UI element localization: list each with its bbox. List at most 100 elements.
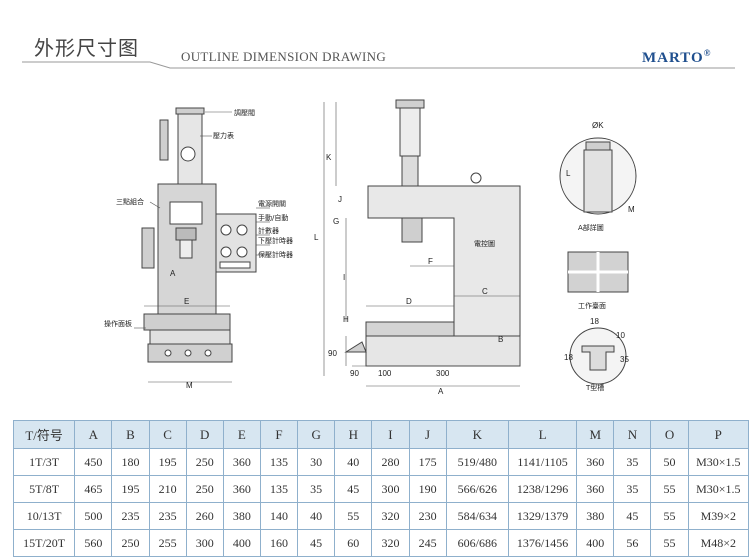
table-cell: 45: [297, 529, 336, 557]
label-detail-a: A部詳圖: [578, 223, 604, 232]
table-cell: 55: [334, 502, 373, 530]
dim-k: K: [326, 153, 332, 162]
callout-operation-panel: 操作面板: [104, 319, 132, 328]
table-cell: 360: [576, 448, 615, 476]
table-cell: 400: [576, 529, 615, 557]
table-cell: 56: [613, 529, 652, 557]
dim-h: H: [343, 315, 349, 324]
table-cell: 380: [222, 502, 261, 530]
table-cell: 320: [371, 502, 410, 530]
table-cell: 60: [334, 529, 373, 557]
table-cell: 250: [185, 475, 224, 503]
table-cell: 300: [185, 529, 224, 557]
label-control-panel: 電控圖: [474, 239, 495, 248]
brand-name: MARTO: [642, 50, 704, 66]
col-header: A: [74, 420, 113, 449]
table-cell: 245: [408, 529, 447, 557]
table-cell: 230: [408, 502, 447, 530]
table-header-row: T/符号 A B C D E F G H I J K L M N O P: [12, 420, 750, 449]
table-cell: 560: [74, 529, 113, 557]
table-cell: 175: [408, 448, 447, 476]
callout-air-unit: 三點組合: [116, 197, 144, 206]
callout-manual-auto: 手動/自動: [258, 213, 288, 222]
table-cell: 606/686: [445, 529, 509, 557]
col-header: E: [222, 420, 261, 449]
dim-i: I: [343, 273, 345, 282]
dim-f: F: [428, 257, 433, 266]
table-cell: 250: [185, 448, 224, 476]
table-cell: 35: [297, 475, 336, 503]
dim-100: 100: [378, 369, 392, 378]
col-header: I: [371, 420, 410, 449]
col-header: C: [148, 420, 187, 449]
callout-hold-timer: 保壓計時器: [258, 250, 293, 259]
detail-dim-k: ØK: [592, 121, 604, 130]
page-title-en: OUTLINE DIMENSION DRAWING: [181, 49, 387, 64]
table-cell: 360: [576, 475, 615, 503]
model-cell: 1T/3T: [12, 448, 76, 476]
dim-g: G: [333, 217, 339, 226]
table-cell: 40: [334, 448, 373, 476]
dim-d: D: [406, 297, 412, 306]
table-cell: 30: [297, 448, 336, 476]
dim-90-h: 90: [350, 369, 359, 378]
table-cell: 250: [111, 529, 150, 557]
col-header: G: [297, 420, 336, 449]
col-header: J: [408, 420, 447, 449]
tslot-dim-35: 35: [620, 355, 629, 364]
table-cell: 255: [148, 529, 187, 557]
table-cell: 55: [650, 475, 689, 503]
table-cell: 35: [613, 475, 652, 503]
col-header: O: [650, 420, 689, 449]
table-cell: 160: [259, 529, 299, 557]
callout-pressure-gauge: 壓力表: [213, 131, 234, 140]
dim-e: E: [184, 297, 189, 306]
table-cell: 135: [259, 448, 299, 476]
table-cell: 195: [111, 475, 150, 503]
table-cell: 519/480: [445, 448, 509, 476]
callout-counter: 計數器: [258, 226, 279, 235]
dimension-table: T/符号 A B C D E F G H I J K L M N O P 1T/…: [12, 420, 750, 557]
table-cell: 1238/1296: [507, 475, 578, 503]
col-header: P: [687, 420, 750, 449]
header-rule: [22, 61, 735, 69]
callout-press-timer: 下壓計時器: [258, 236, 293, 245]
table-cell: 450: [74, 448, 113, 476]
table-cell: 260: [185, 502, 224, 530]
col-header: B: [111, 420, 150, 449]
table-cell: 35: [613, 448, 652, 476]
callout-power-switch: 電源開關: [258, 199, 286, 208]
detail-dim-m: M: [628, 205, 635, 214]
table-cell: 280: [371, 448, 410, 476]
col-header: H: [334, 420, 373, 449]
table-cell: 45: [334, 475, 373, 503]
col-header: M: [576, 420, 615, 449]
page-title-cn: 外形尺寸图: [34, 36, 139, 60]
table-cell: 40: [297, 502, 336, 530]
table-cell: 584/634: [445, 502, 509, 530]
model-cell: 10/13T: [12, 502, 76, 530]
tslot-dim-18-top: 18: [590, 317, 599, 326]
dim-c: C: [482, 287, 488, 296]
dim-a-front: A: [170, 269, 176, 278]
col-header: N: [613, 420, 652, 449]
col-header: L: [507, 420, 578, 449]
table-cell: 360: [222, 448, 261, 476]
table-cell: M30×1.5: [687, 448, 750, 476]
side-view: [344, 99, 521, 367]
table-cell: 140: [259, 502, 299, 530]
table-cell: 566/626: [445, 475, 509, 503]
col-header: T/符号: [12, 420, 76, 449]
label-worktable: 工作臺面: [578, 301, 606, 310]
table-cell: 55: [650, 502, 689, 530]
table-cell: 235: [148, 502, 187, 530]
table-cell: 400: [222, 529, 261, 557]
col-header: F: [259, 420, 299, 449]
dim-a-side: A: [438, 387, 444, 396]
registered-mark: ®: [703, 48, 712, 58]
t-slot: [569, 327, 627, 385]
